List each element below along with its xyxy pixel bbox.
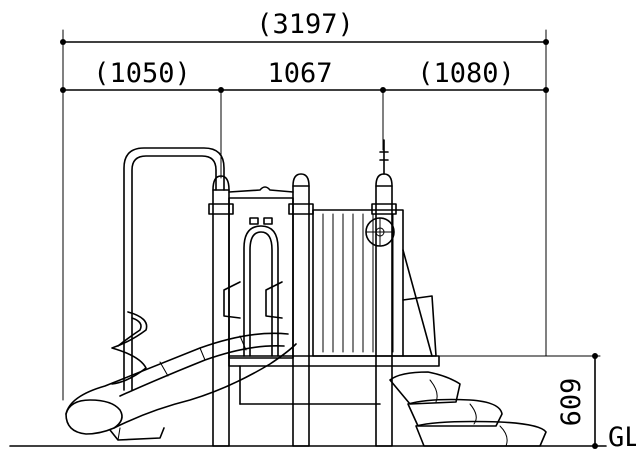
overall-width-label: (3197) <box>256 9 354 40</box>
ground-level-label: GL <box>608 422 636 450</box>
right-width-label: (1080) <box>417 58 515 89</box>
height-label: 609 <box>556 378 587 427</box>
dimension-lines <box>60 29 601 449</box>
left-width-label: (1050) <box>93 58 191 89</box>
play-structure <box>65 139 547 447</box>
middle-width-label: 1067 <box>267 58 332 89</box>
